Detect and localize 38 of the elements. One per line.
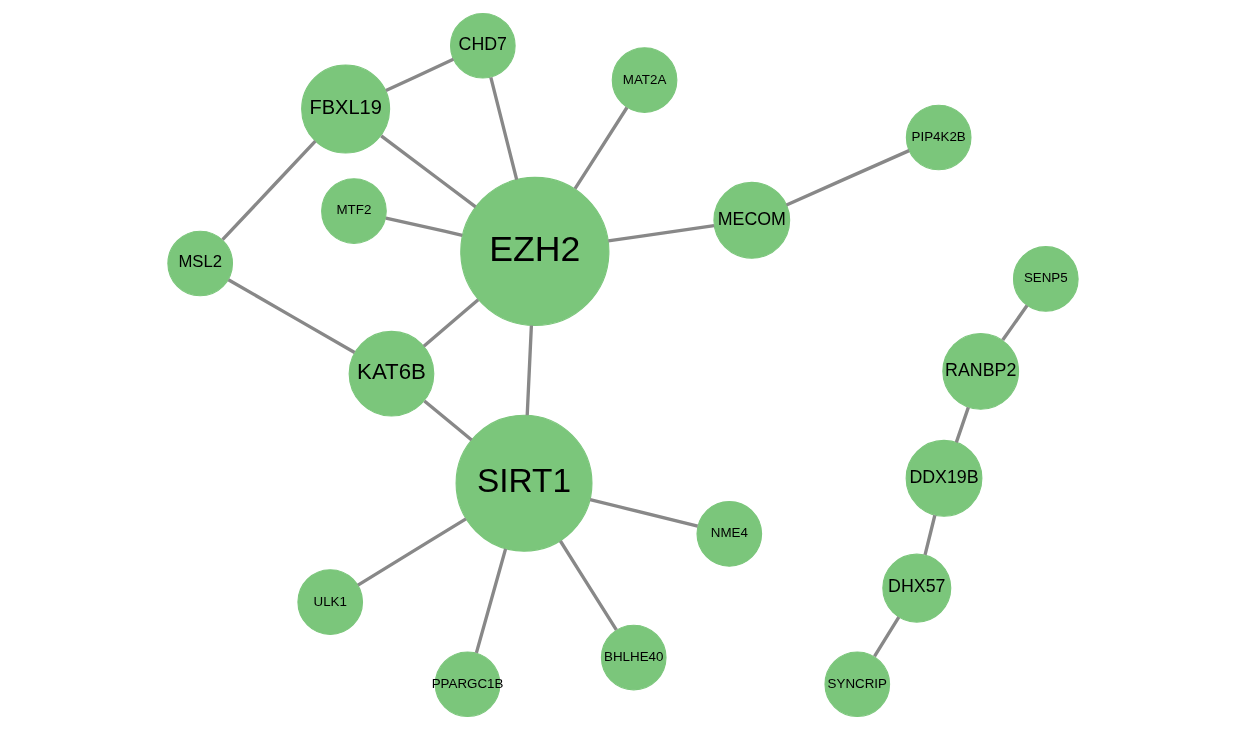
connector (474, 547, 507, 653)
node-circle: SIRT1 (455, 414, 593, 552)
node-circle: DHX57 (881, 553, 951, 623)
connector (422, 298, 479, 347)
node-circle: PIP4K2B (905, 104, 972, 170)
node-circle: RANBP2 (941, 332, 1019, 410)
connector (525, 324, 533, 415)
node-circle: DDX19B (905, 439, 982, 517)
node-circle: CHD7 (449, 12, 516, 79)
node-circle: SYNCRIP (823, 650, 890, 717)
connector (384, 57, 454, 92)
node-circle: FBXL19 (300, 64, 390, 154)
connector (785, 148, 910, 206)
connector (607, 223, 714, 243)
node-circle: MAT2A (611, 46, 677, 113)
node-circle: KAT6B (348, 330, 434, 417)
connector (558, 539, 618, 631)
connector (1000, 304, 1028, 341)
node-circle: MTF2 (320, 177, 387, 244)
connector (220, 139, 317, 241)
node-circle: BHLHE40 (600, 624, 667, 690)
connector (954, 406, 970, 443)
connector (922, 514, 936, 555)
connector (356, 516, 467, 586)
connector (488, 76, 518, 180)
connector (379, 134, 477, 208)
connector (573, 106, 628, 190)
connector (422, 399, 473, 441)
node-circle: EZH2 (459, 176, 609, 326)
connector (872, 615, 900, 657)
node-circle: MECOM (712, 181, 790, 259)
connector (589, 497, 698, 528)
connector (385, 216, 463, 237)
node-circle: ULK1 (296, 568, 363, 635)
node-circle: NME4 (695, 500, 762, 567)
connector (227, 277, 355, 354)
node-circle: MSL2 (166, 230, 233, 296)
node-circle: SENP5 (1012, 245, 1079, 312)
